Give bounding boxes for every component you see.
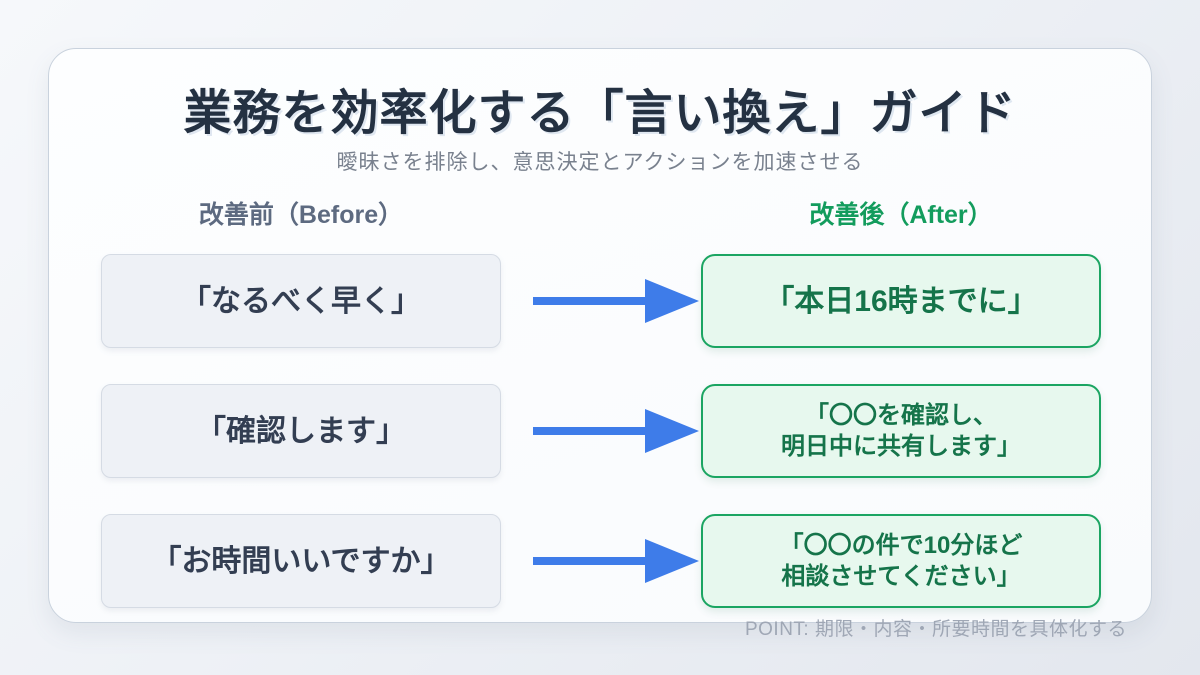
after-phrase-box: 「〇〇を確認し、 明日中に共有します」 (701, 384, 1101, 478)
before-phrase-box: 「お時間いいですか」 (101, 514, 501, 608)
right-arrow-icon (533, 409, 699, 453)
before-phrase-box: 「なるべく早く」 (101, 254, 501, 348)
point-note: POINT: 期限・内容・所要時間を具体化する (744, 619, 1127, 640)
after-phrase-box: 「〇〇の件で10分ほど 相談させてください」 (701, 514, 1101, 608)
right-arrow-icon (533, 539, 699, 583)
after-phrase-box: 「本日16時までに」 (701, 254, 1101, 348)
slide-card: 業務を効率化する「言い換え」ガイド 曖昧さを排除し、意思決定とアクションを加速さ… (48, 48, 1152, 640)
page-subtitle: 曖昧さを排除し、意思決定とアクションを加速させる (336, 151, 864, 174)
column-header-before: 改善前（Before） (198, 201, 404, 229)
column-header-after: 改善後（After） (809, 201, 993, 229)
page-title: 業務を効率化する「言い換え」ガイド (183, 87, 1017, 140)
before-phrase-box: 「確認します」 (101, 384, 501, 478)
right-arrow-icon (533, 279, 699, 323)
